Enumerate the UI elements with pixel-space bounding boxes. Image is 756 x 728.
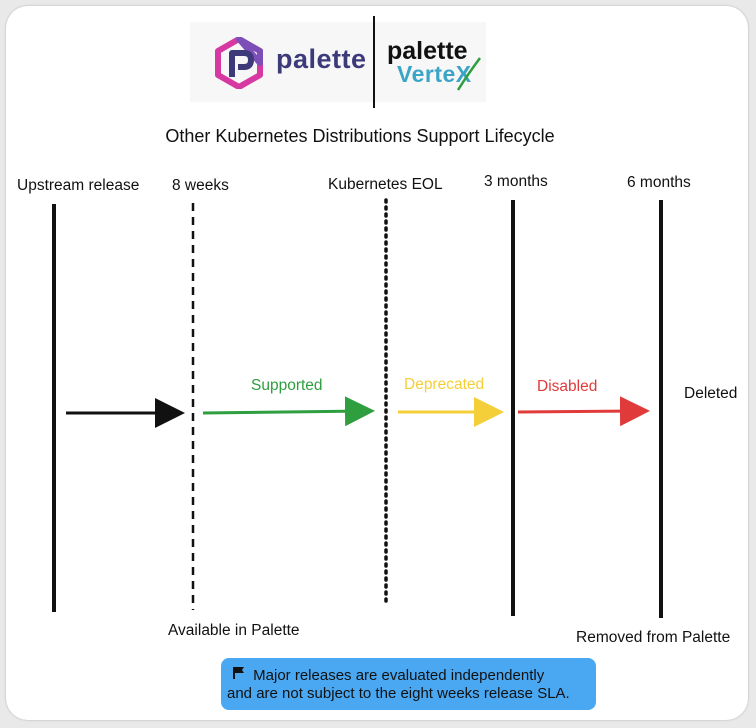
supported-arrow	[202, 396, 375, 427]
vertex-swoosh-icon	[456, 57, 482, 91]
removed-from-palette-label: Removed from Palette	[576, 629, 731, 646]
palette-vertex-logo-top: palette	[387, 37, 468, 65]
kubernetes-eol-label: Kubernetes EOL	[328, 176, 443, 193]
deleted-label: Deleted	[684, 385, 738, 402]
three-months-label: 3 months	[484, 173, 548, 190]
sla-note-line1: Major releases are evaluated independent…	[253, 667, 545, 684]
palette-logo-icon	[215, 37, 263, 89]
palette-vertex-logo-bottom: VerteX	[397, 61, 472, 87]
sla-note: Major releases are evaluated independent…	[221, 658, 596, 710]
logo-divider	[373, 16, 375, 108]
upstream-release-label: Upstream release	[17, 177, 140, 194]
flag-icon	[233, 666, 249, 685]
diagram-title: Other Kubernetes Distributions Support L…	[165, 126, 555, 146]
disabled-arrow	[517, 396, 650, 427]
available-in-palette-label: Available in Palette	[168, 622, 300, 639]
deprecated-label: Deprecated	[404, 376, 485, 393]
disabled-label: Disabled	[537, 378, 598, 395]
eight-weeks-label: 8 weeks	[172, 177, 229, 194]
palette-logo-text: palette	[276, 44, 367, 74]
supported-label: Supported	[251, 377, 323, 394]
sla-note-line2: and are not subject to the eight weeks r…	[227, 685, 570, 702]
lifecycle-card	[6, 6, 748, 720]
six-months-label: 6 months	[627, 174, 691, 191]
